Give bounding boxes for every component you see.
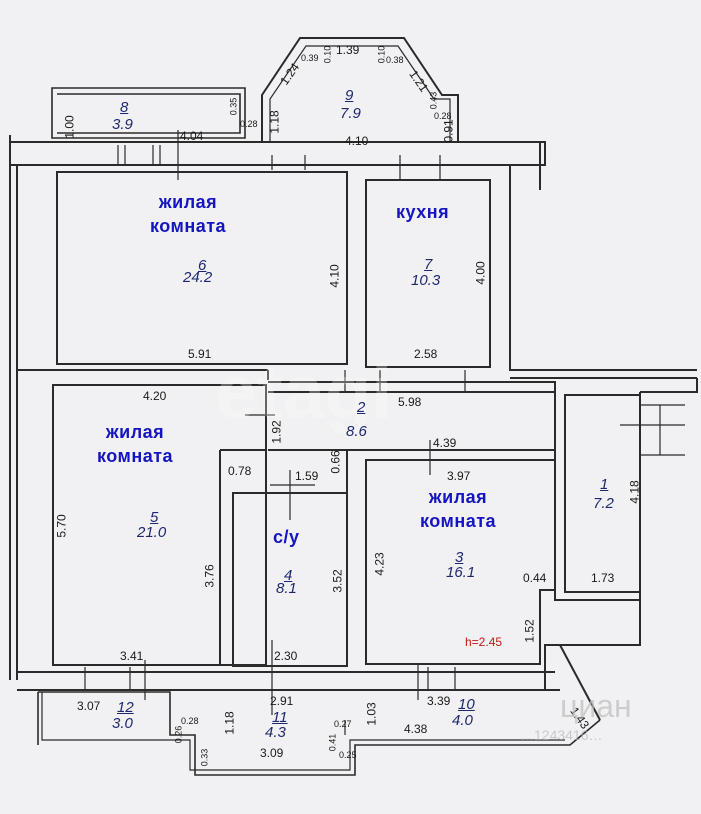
dim-0-38: 0.38 — [386, 55, 404, 65]
room-11-area: 4.3 — [265, 724, 286, 741]
room-12-area: 3.0 — [112, 715, 133, 732]
room-4-name: с/у — [273, 527, 300, 547]
dim-4-38: 4.38 — [404, 722, 428, 736]
dim-4-23: 4.23 — [372, 552, 387, 576]
watermark: etagi — [215, 350, 393, 435]
dim-2-91: 2.91 — [270, 694, 294, 708]
room-3-area: 16.1 — [446, 564, 476, 581]
dim-1-59: 1.59 — [295, 469, 319, 483]
dim-0-10-a: 0.10 — [322, 45, 333, 64]
dim-0-28-bay: 0.28 — [240, 119, 258, 129]
room-3-number: 3 — [455, 549, 464, 566]
balcony-12 — [38, 691, 601, 776]
room-8-number: 8 — [120, 99, 129, 116]
dim-0-10-b: 0.10 — [376, 45, 387, 64]
balcony-8 — [51, 87, 246, 139]
dim-4-39: 4.39 — [433, 436, 457, 450]
dim-1-03: 1.03 — [364, 702, 379, 726]
dim-1-73: 1.73 — [591, 571, 615, 585]
room-1-number: 1 — [600, 476, 609, 493]
dim-3-41: 3.41 — [120, 649, 144, 663]
room-7-name: кухня — [396, 202, 450, 222]
dim-5-91: 5.91 — [188, 347, 212, 361]
dim-0-44: 0.44 — [523, 571, 547, 585]
room-12-number: 12 — [117, 699, 134, 716]
dim-1-18-bottom: 1.18 — [222, 711, 237, 735]
dim-2-30: 2.30 — [274, 649, 298, 663]
dim-0-27: 0.27 — [334, 719, 352, 729]
dim-5-70: 5.70 — [54, 514, 69, 538]
dim-3-52: 3.52 — [330, 569, 345, 593]
room-5-outline — [52, 384, 267, 666]
room-4-area: 8.1 — [276, 580, 297, 597]
dim-0-43: 0.43 — [428, 91, 439, 110]
dim-4-00: 4.00 — [473, 261, 488, 285]
room-2-outline — [268, 381, 556, 451]
dim-4-10-room6: 4.10 — [327, 264, 342, 288]
dim-4-04: 4.04 — [180, 129, 204, 143]
source-watermark: циан — [560, 688, 632, 724]
dim-0-39: 0.39 — [301, 53, 319, 63]
dim-0-66: 0.66 — [328, 450, 343, 474]
room-9-area: 7.9 — [340, 105, 361, 122]
room-2-area: 8.6 — [346, 423, 367, 440]
room-1-area: 7.2 — [593, 495, 614, 512]
dim-0-25: 0.25 — [339, 750, 357, 760]
room-10-area: 4.0 — [452, 712, 473, 729]
dim-3-76: 3.76 — [202, 564, 217, 588]
dim-1-18-top: 1.18 — [267, 110, 282, 134]
room-3-outline — [365, 459, 556, 665]
dim-0-78: 0.78 — [228, 464, 252, 478]
room-7-outline — [365, 179, 491, 368]
dim-1-52: 1.52 — [522, 619, 537, 643]
room-4-number: 4 — [284, 567, 293, 584]
room-5-number: 5 — [150, 509, 159, 526]
dim-0-28-top: 0.28 — [434, 111, 452, 121]
room-1-outline — [564, 394, 641, 593]
dim-3-09: 3.09 — [260, 746, 284, 760]
dim-0-26: 0.26 — [173, 725, 184, 744]
room-8-area: 3.9 — [112, 116, 133, 133]
dim-3-07: 3.07 — [77, 699, 101, 713]
room-5-area: 21.0 — [137, 524, 167, 541]
dim-3-97: 3.97 — [447, 469, 471, 483]
wall-north — [9, 135, 546, 166]
dim-5-98: 5.98 — [398, 395, 422, 409]
dim-2-58: 2.58 — [414, 347, 438, 361]
dim-4-10-top: 4.10 — [345, 134, 369, 148]
dim-1-92: 1.92 — [269, 420, 284, 444]
dim-0-41: 0.41 — [327, 733, 338, 752]
source-watermark-id: …1243416… — [520, 727, 603, 743]
dim-0-28-bottom: 0.28 — [181, 716, 199, 726]
room-2-number: 2 — [357, 399, 366, 416]
room-11-number: 11 — [272, 709, 288, 726]
room-6-outline — [56, 171, 348, 365]
dim-3-39: 3.39 — [427, 694, 451, 708]
dim-4-18: 4.18 — [627, 480, 642, 504]
dim-0-91: 0.91 — [441, 119, 456, 143]
room-9-number: 9 — [345, 87, 354, 104]
dim-0-35: 0.35 — [228, 97, 239, 116]
room-6-number: 6 — [198, 257, 207, 274]
room-10-number: 10 — [458, 696, 475, 713]
room-7-area: 10.3 — [411, 272, 441, 289]
wall-east — [509, 165, 697, 379]
dim-1-00: 1.00 — [62, 115, 77, 139]
room-7-number: 7 — [424, 256, 433, 273]
ceiling-height: h=2.45 — [465, 635, 503, 649]
room-6-area: 24.2 — [183, 269, 213, 286]
dim-1-39: 1.39 — [336, 43, 360, 57]
dim-0-33: 0.33 — [199, 748, 210, 767]
loggia-9 — [261, 37, 459, 142]
dim-4-20: 4.20 — [143, 389, 167, 403]
